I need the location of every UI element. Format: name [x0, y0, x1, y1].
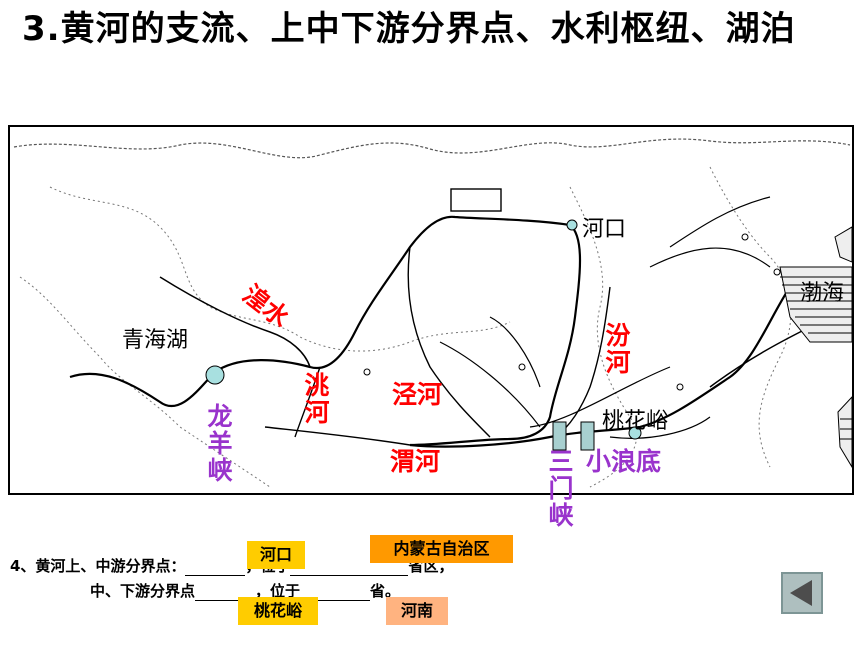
q1-prefix: 4、黄河上、中游分界点： — [10, 557, 186, 575]
q1-blank-2 — [290, 557, 409, 576]
haihe-river — [649, 247, 771, 268]
label-jinghe: 泾河 — [392, 380, 443, 409]
town-dot — [676, 383, 684, 391]
question-line-2: 中、下游分界点 ，位于 省。 — [90, 580, 400, 601]
q1-blank-1 — [185, 557, 246, 576]
back-arrow-icon — [790, 580, 812, 606]
border-line — [13, 138, 851, 159]
label-qinghai-lake: 青海湖 — [122, 328, 189, 353]
beiluo-river — [439, 341, 541, 428]
town-dot — [518, 363, 526, 371]
q2-suffix: 省。 — [370, 582, 401, 600]
yiluo-river — [609, 416, 711, 439]
page-title: 3.黄河的支流、上中下游分界点、水利枢纽、湖泊 — [22, 9, 796, 49]
label-weihe: 渭河 — [390, 447, 441, 476]
q2-prefix: 中、下游分界点 — [90, 582, 196, 600]
sanmenxia-dam — [552, 421, 567, 451]
bohai-sea — [779, 226, 852, 468]
answer-henan[interactable]: 河南 — [386, 597, 448, 625]
town-dot — [363, 368, 371, 376]
label-hekou: 河口 — [582, 217, 627, 242]
label-xiaolangdi: 小浪底 — [586, 447, 662, 476]
q2-blank-1 — [195, 582, 256, 601]
q2-blank-2 — [300, 582, 371, 601]
lower-course — [529, 366, 671, 428]
jinghe-river — [407, 246, 491, 438]
huangshui-river — [159, 276, 311, 368]
map-drawing — [13, 138, 852, 488]
label-taohuayu: 桃花峪 — [602, 409, 669, 434]
label-bohai: 渤海 — [800, 281, 845, 306]
yellow-river-delta — [709, 326, 811, 388]
answer-hekou[interactable]: 河口 — [247, 541, 305, 569]
hekou-marker — [566, 219, 578, 231]
xiaolangdi-dam — [580, 421, 595, 451]
label-taohe: 洮河 — [301, 372, 330, 426]
hekou-box — [450, 188, 502, 212]
yellow-river-map: 湟水 青海湖 洮河 泾河 渭河 汾河 河口 桃花峪 渤海 龙羊峡 小浪底 — [8, 125, 854, 495]
back-button[interactable] — [781, 572, 823, 614]
label-longyangxia: 龙羊峡 — [204, 403, 233, 484]
town-dot — [741, 233, 749, 241]
town-dot — [773, 268, 781, 276]
wuding-river — [489, 316, 541, 388]
longyangxia-lake — [205, 365, 225, 385]
label-fenhe: 汾河 — [602, 322, 631, 376]
fenhe-river — [554, 286, 611, 438]
taohe-river — [294, 366, 321, 438]
province-border-2 — [569, 186, 637, 488]
province-border-3 — [709, 166, 792, 468]
answer-inner-mongolia[interactable]: 内蒙古自治区 — [370, 535, 513, 563]
q2-mid: ，位于 — [255, 582, 301, 600]
label-sanmenxia: 三门峡 — [545, 448, 574, 529]
northern-branch — [669, 196, 771, 248]
yellow-river-main — [69, 215, 791, 448]
answer-taohuayu[interactable]: 桃花峪 — [238, 597, 318, 625]
taohuayu-marker — [628, 426, 642, 440]
weihe-river — [264, 426, 411, 446]
